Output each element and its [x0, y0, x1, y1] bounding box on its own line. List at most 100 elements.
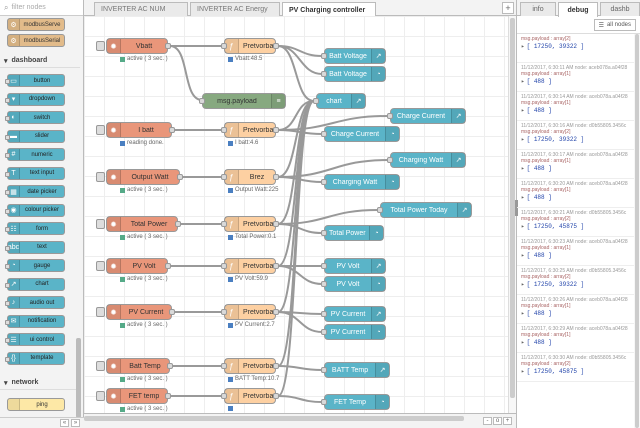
debug-message[interactable]: 11/12/2017, 6:30:25 AM node: d0b55805.34…: [517, 266, 635, 295]
ui-gauge-node[interactable]: FET Temp◔: [321, 394, 390, 410]
sidebar-splitter[interactable]: [515, 200, 518, 216]
ui-gauge-node[interactable]: PV Current◔: [321, 324, 386, 340]
collapse-all-button[interactable]: «: [60, 419, 69, 427]
zoom-in-button[interactable]: +: [503, 417, 512, 425]
tab-debug[interactable]: debug: [558, 2, 598, 17]
debug-filter-button[interactable]: ☰ all nodes: [593, 19, 636, 31]
inject-node[interactable]: ✹PV Current: [96, 304, 175, 320]
ui-gauge-node[interactable]: Charge Current◔: [321, 126, 400, 142]
inject-button[interactable]: [96, 261, 105, 271]
ui-gauge-node[interactable]: PV Volt◔: [321, 276, 386, 292]
palette-node-dashboard[interactable]: #numeric: [5, 148, 65, 161]
inject-button[interactable]: [96, 361, 105, 371]
palette-node-dashboard[interactable]: ▾dropdown: [5, 92, 65, 106]
palette-node-ping[interactable]: ping: [7, 398, 65, 411]
debug-scrollbar[interactable]: [634, 34, 640, 428]
inject-button[interactable]: [96, 125, 105, 135]
expand-all-button[interactable]: »: [71, 419, 80, 427]
palette-node-modbus-server[interactable]: ⚙modbusServe: [7, 18, 65, 31]
palette-node-dashboard[interactable]: ☷form: [5, 222, 65, 235]
ui-chart-node[interactable]: Batt Voltage↗: [321, 48, 386, 64]
ui-chart-node[interactable]: BATT Temp↗: [321, 362, 390, 378]
tab-pv-charging-controller[interactable]: PV Charging controller: [282, 2, 376, 17]
palette-category-dashboard[interactable]: ▾dashboard: [0, 54, 80, 68]
palette-node-dashboard[interactable]: ✉notification: [5, 314, 65, 328]
chevron-right-icon[interactable]: ▸: [521, 310, 525, 317]
debug-node[interactable]: msg.payload≡: [199, 93, 286, 109]
debug-message[interactable]: 11/12/2017, 6:30:20 AM node: aceb078a.a0…: [517, 179, 635, 208]
palette-node-dashboard[interactable]: ▬slider: [5, 129, 65, 143]
palette-node-dashboard[interactable]: ◉colour picker: [5, 203, 65, 217]
palette-category-network[interactable]: ▾network: [0, 376, 80, 390]
workspace-horizontal-scrollbar[interactable]: [84, 416, 464, 421]
tab-inverter-ac-energy[interactable]: INVERTER AC Energy: [190, 2, 280, 16]
debug-message[interactable]: msg.payload : array[2]▸[ 17250, 39322 ]: [517, 34, 635, 63]
chevron-right-icon[interactable]: ▸: [521, 252, 525, 259]
ui-gauge-node[interactable]: Total Power◔: [321, 225, 384, 241]
chevron-right-icon[interactable]: ▸: [521, 223, 525, 230]
chevron-right-icon[interactable]: ▸: [521, 78, 525, 85]
inject-node[interactable]: ✹FET temp: [96, 388, 171, 404]
debug-message[interactable]: 11/12/2017, 6:30:23 AM node: aceb078a.a0…: [517, 237, 635, 266]
palette-node-dashboard[interactable]: {}template: [5, 351, 65, 365]
inject-node[interactable]: ✹Vbatt: [96, 38, 171, 54]
tab-info[interactable]: info: [520, 2, 556, 16]
tab-inverter-ac-num[interactable]: INVERTER AC NUM: [94, 2, 188, 16]
ui-chart-node[interactable]: Charge Current↗: [387, 108, 466, 124]
inject-button[interactable]: [96, 307, 105, 317]
debug-message[interactable]: 11/12/2017, 6:30:21 AM node: d0b55805.34…: [517, 208, 635, 237]
debug-message[interactable]: 11/12/2017, 6:30:14 AM node: aceb078a.a0…: [517, 92, 635, 121]
zoom-reset-button[interactable]: o: [493, 417, 502, 425]
inject-button[interactable]: [96, 391, 105, 401]
inject-node[interactable]: ✹Output Watt: [96, 169, 183, 185]
ui-chart-node[interactable]: PV Volt↗: [321, 258, 386, 274]
palette-node-dashboard[interactable]: ▦date picker: [5, 185, 65, 198]
chevron-right-icon[interactable]: ▸: [521, 281, 525, 288]
chevron-right-icon[interactable]: ▸: [521, 43, 525, 50]
chevron-right-icon[interactable]: ▸: [521, 368, 525, 375]
chevron-right-icon[interactable]: ▸: [521, 165, 525, 172]
add-tab-button[interactable]: +: [502, 2, 514, 14]
inject-node[interactable]: ✹Total Power: [96, 216, 181, 232]
workspace-vertical-scrollbar[interactable]: [508, 16, 516, 413]
palette-node-dashboard[interactable]: ↗chart: [5, 277, 65, 291]
chart-node[interactable]: chart↗: [313, 93, 366, 109]
debug-message[interactable]: 11/12/2017, 6:30:30 AM node: d0b55805.34…: [517, 353, 635, 382]
palette-node-modbus-serial[interactable]: ⚙modbusSerial: [7, 34, 65, 47]
palette-scrollbar[interactable]: [76, 16, 81, 418]
palette-search[interactable]: ⌕ filter nodes: [0, 0, 83, 16]
inject-node[interactable]: ✹I batt: [96, 122, 175, 138]
inject-button[interactable]: [96, 41, 105, 51]
ui-gauge-node[interactable]: Charging Watt◔: [321, 174, 400, 190]
inject-button[interactable]: [96, 219, 105, 229]
palette-node-dashboard[interactable]: ☰ui control: [5, 333, 65, 346]
zoom-out-button[interactable]: -: [483, 417, 492, 425]
chevron-right-icon[interactable]: ▸: [521, 194, 525, 201]
debug-message[interactable]: 11/12/2017, 6:30:26 AM node: aceb078a.a0…: [517, 295, 635, 324]
chevron-right-icon[interactable]: ▸: [521, 136, 525, 143]
ui-chart-node[interactable]: Total Power Today↗: [377, 202, 472, 218]
palette-node-dashboard[interactable]: ▭button: [5, 74, 65, 87]
chevron-right-icon[interactable]: ▸: [521, 107, 525, 114]
ui-gauge-node[interactable]: Batt Voltage◔: [321, 66, 386, 82]
inject-node[interactable]: ✹PV Volt: [96, 258, 171, 274]
ui-chart-node[interactable]: Charging Watt↗: [387, 152, 466, 168]
debug-message[interactable]: 11/12/2017, 6:30:17 AM node: aceb078a.a0…: [517, 150, 635, 179]
palette-node-dashboard[interactable]: ♪audio out: [5, 296, 65, 309]
chevron-right-icon[interactable]: ▸: [521, 339, 525, 346]
ui-chart-node[interactable]: PV Current↗: [321, 306, 386, 322]
inject-node[interactable]: ✹Batt Temp: [96, 358, 173, 374]
inject-button[interactable]: [96, 172, 105, 182]
debug-message[interactable]: 11/12/2017, 6:30:16 AM node: d0b55805.34…: [517, 121, 635, 150]
